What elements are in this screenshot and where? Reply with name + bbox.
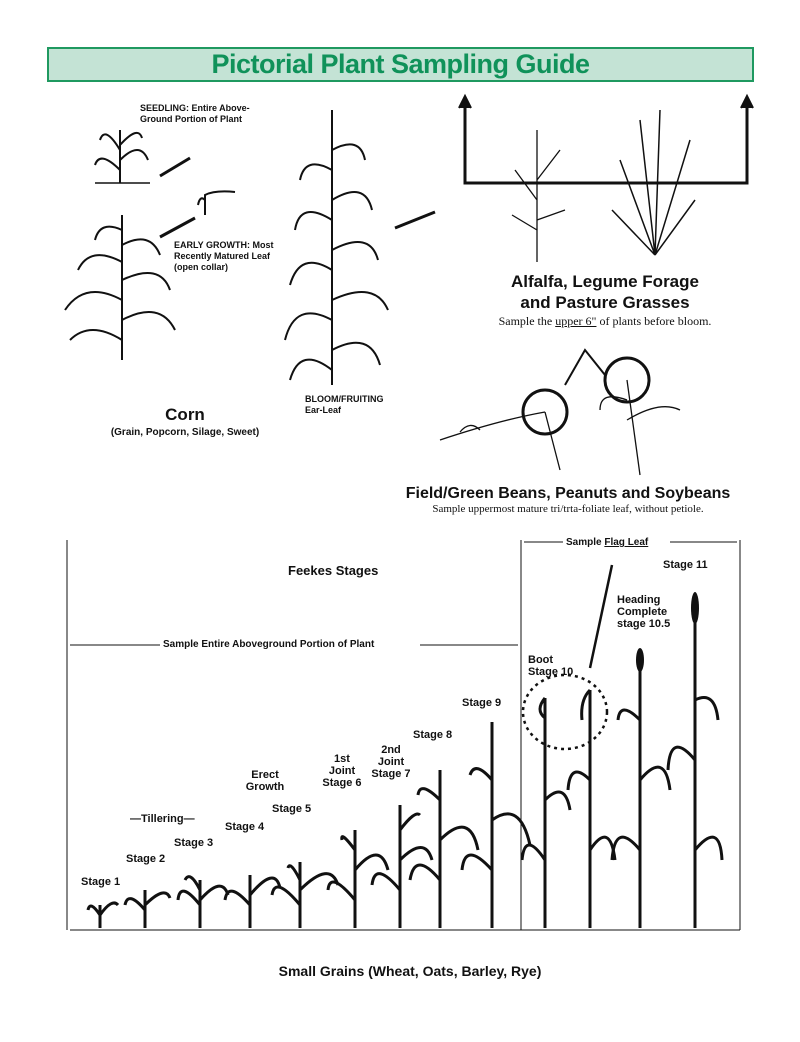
bean-leaf-circle-2 [603,356,651,404]
arrow-ear-leaf [394,210,436,230]
bean-arrows [564,348,606,386]
arrow-early [159,216,196,239]
tillering-text: Tillering [141,813,184,825]
stage-11-label: Stage 11 [663,559,708,571]
beans-heading: Field/Green Beans, Peanuts and Soybeans [405,485,731,502]
grass-drawing [611,109,696,256]
corn-types: (Grain, Popcorn, Silage, Sweet) [110,427,260,438]
stage-10-5-label: Heading Complete stage 10.5 [617,594,671,630]
sample-entire-label: Sample Entire Aboveground Portion of Pla… [163,639,375,650]
beans-note: Sample uppermost mature tri/trta-foliate… [432,503,704,515]
sample-flag-underlined: Flag Leaf [604,537,649,548]
stage-3-label: Stage 3 [174,837,214,849]
alfalfa-heading: Alfalfa, Legume Forage and Pasture Grasse… [470,271,740,313]
page-title: Pictorial Plant Sampling Guide [211,49,590,79]
alfalfa-note: Sample the upper 6" of plants before blo… [470,315,740,327]
alfalfa-drawing [511,130,566,262]
seedling-label: SEEDLING: Entire Above-Ground Portion of… [140,103,250,124]
feekes-heading: Feekes Stages [288,563,379,578]
head-10-5 [636,648,644,672]
arrow-to-flag [588,564,614,669]
stage-4-label: Stage 4 [225,821,265,833]
head-11 [691,592,699,624]
erect-growth-label: Erect Growth [245,769,285,793]
tillering-label: —Tillering— [130,813,195,825]
stage-6-label: 1st Joint Stage 6 [322,753,362,789]
bloom-label: BLOOM/FRUITING Ear-Leaf [305,394,384,415]
stage-2-label: Stage 2 [126,853,166,865]
corn-heading: Corn [165,405,205,424]
grain-plants [86,600,724,928]
early-growth-label: EARLY GROWTH: Most Recently Matured Leaf… [174,240,274,272]
stage-1-label: Stage 1 [81,876,121,888]
alfalfa-note-underlined: upper 6" [555,314,597,328]
alfalfa-heading-line1: Alfalfa, Legume Forage [511,272,699,291]
alfalfa-heading-line2: and Pasture Grasses [520,293,690,312]
stage-5-label: Stage 5 [272,803,312,815]
arrow-seedling [159,156,191,178]
stage-8-label: Stage 8 [413,729,453,741]
stage-10-label: Boot Stage 10 [528,654,574,678]
alfalfa-note-post: of plants before bloom. [596,314,712,328]
corn-early-drawing [64,215,176,360]
small-grains-caption: Small Grains (Wheat, Oats, Barley, Rye) [278,963,542,979]
alfalfa-note-pre: Sample the [498,314,556,328]
bean-plant-drawing [439,379,681,476]
corn-leaf-drawing [197,190,236,215]
bean-leaf-circle-1 [521,388,569,436]
boot-circle [521,673,609,751]
title-banner: Pictorial Plant Sampling Guide [47,47,754,82]
sample-flag-pre: Sample [566,537,605,548]
stage-7-label: 2nd Joint Stage 7 [371,744,411,780]
corn-seedling-drawing [94,130,150,184]
corn-bloom-drawing [284,110,389,385]
stage-9-label: Stage 9 [462,697,502,709]
alfalfa-bracket [463,100,749,185]
sample-flag-label: Sample Flag Leaf [566,537,648,549]
